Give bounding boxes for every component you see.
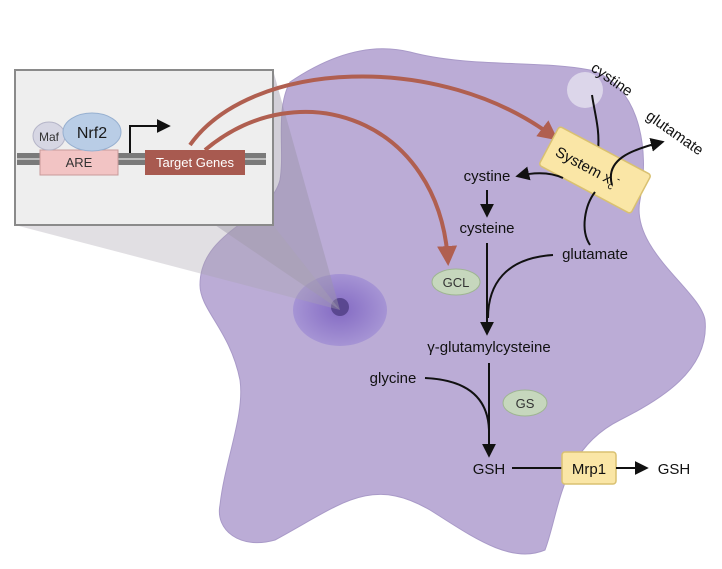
induction-arrow-to-gcl: [203, 109, 458, 266]
gsh-extracellular-label: GSH: [658, 461, 691, 478]
gcl-label: GCL: [443, 275, 470, 290]
nucleolus: [331, 298, 349, 316]
nrf2-label: Nrf2: [77, 125, 107, 142]
maf-label: Maf: [39, 130, 60, 144]
mrp1-label: Mrp1: [572, 461, 606, 478]
target-genes-label: Target Genes: [156, 155, 235, 170]
glutamate-to-system-line: [583, 191, 596, 246]
gamma-glutamylcysteine-label: γ-glutamylcysteine: [427, 339, 550, 356]
extracellular-cystine-blob: [567, 72, 603, 108]
glutamate-input-arrow: [487, 254, 554, 319]
induction-arrow-to-system: [188, 74, 559, 147]
nrf2-protein: [62, 112, 122, 152]
zoom-cone: [215, 70, 340, 310]
are-label: ARE: [66, 155, 93, 170]
gcl-enzyme: [431, 268, 481, 296]
transcription-start-arrow: [129, 119, 171, 153]
extracellular-glutamate-label: glutamate: [643, 107, 707, 159]
gsh-intracellular-label: GSH: [473, 461, 506, 478]
are-element: [39, 149, 119, 176]
cystine-label: cystine: [464, 168, 511, 185]
glycine-input-arrow: [424, 377, 490, 431]
cystine-uptake-line: [591, 94, 600, 151]
glycine-label: glycine: [370, 370, 417, 387]
gs-enzyme: [502, 389, 548, 417]
zoom-cone-lower: [15, 225, 340, 310]
cystine-import-arrow: [515, 166, 564, 181]
cysteine-label: cysteine: [459, 220, 514, 237]
gs-label: GS: [516, 396, 535, 411]
glutamate-efflux-arrow: [609, 137, 665, 186]
glutamate-label: glutamate: [562, 246, 628, 263]
target-genes-box: [145, 150, 245, 175]
